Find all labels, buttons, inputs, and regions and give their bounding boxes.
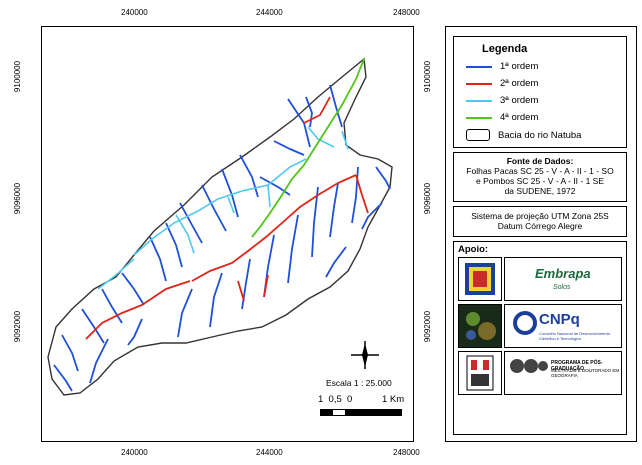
legend-item-3: 3ª ordem — [466, 95, 538, 106]
right-tick-9096000: 9096000 — [423, 182, 433, 215]
posgrad-line2: MESTRADO E DOUTORADO EM GEOGRAFIA — [551, 368, 620, 378]
top-tick-240000: 240000 — [121, 8, 148, 17]
projection-line1: Sistema de projeção UTM Zona 25S — [471, 211, 609, 221]
embrapa-name: Embrapa — [535, 266, 591, 281]
posgrad-line1: PROGRAMA DE PÓS-GRADUAÇÃO — [551, 360, 603, 372]
legend-item-1: 1ª ordem — [466, 61, 538, 72]
projection-box: Sistema de projeção UTM Zona 25S Datum C… — [453, 206, 627, 237]
posgrad-logo: PROGRAMA DE PÓS-GRADUAÇÃO MESTRADO E DOU… — [504, 351, 622, 395]
legend-label-3: 3ª ordem — [500, 95, 539, 106]
legend-label-1: 1ª ordem — [500, 61, 539, 72]
scale-label: Escala 1 : 25.000 — [326, 378, 392, 388]
bottom-tick-240000: 240000 — [121, 448, 148, 457]
scale-unit: 1 Km — [382, 394, 405, 405]
north-arrow-icon — [351, 341, 379, 369]
projection-line2: Datum Córrego Alegre — [497, 221, 583, 231]
source-line3: da SUDENE, 1972 — [504, 186, 576, 196]
ufpe-crest-icon — [465, 263, 495, 295]
legend-swatch-1 — [466, 65, 492, 68]
left-tick-9096000: 9096000 — [13, 182, 23, 215]
embrapa-logo: Embrapa Solos — [504, 257, 622, 301]
legend-swatch-3 — [466, 99, 492, 102]
source-box: Fonte de Dados: Folhas Pacas SC 25 - V -… — [453, 152, 627, 202]
legend-box: Legenda 1ª ordem 2ª ordem 3ª ordem 4ª or… — [453, 36, 627, 148]
source-title: Fonte de Dados: — [506, 156, 574, 166]
basin-outline — [47, 57, 393, 396]
source-line1: Folhas Pacas SC 25 - V - A - II - 1 - SO — [466, 166, 614, 176]
university-logo — [458, 351, 502, 395]
legend-swatch-2 — [466, 82, 492, 85]
source-line2: e Pombos SC 25 - V - A - II - 1 SE — [475, 176, 605, 186]
cnpq-mark-icon — [513, 311, 537, 335]
university-crest-icon — [466, 355, 494, 391]
soil-photo-logo — [458, 304, 502, 348]
fourth-order-stream — [251, 58, 365, 238]
scale-ticks: 1 0,5 0 — [318, 394, 353, 405]
legend-label-2: 2ª ordem — [500, 78, 539, 89]
support-title: Apoio: — [458, 244, 489, 255]
legend-item-4: 4ª ordem — [466, 112, 538, 123]
ufpe-logo — [458, 257, 502, 301]
bottom-tick-244000: 244000 — [256, 448, 283, 457]
embrapa-sub: Solos — [553, 284, 571, 291]
top-tick-248000: 248000 — [393, 8, 420, 17]
left-tick-9092000: 9092000 — [13, 310, 23, 343]
cnpq-name: CNPq — [539, 311, 580, 328]
legend-title: Legenda — [482, 43, 528, 55]
scale-bar — [320, 409, 402, 416]
left-tick-9100000: 9100000 — [13, 60, 23, 93]
top-tick-244000: 244000 — [256, 8, 283, 17]
right-tick-9100000: 9100000 — [423, 60, 433, 93]
map-frame: Escala 1 : 25.000 1 0,5 0 1 Km — [41, 26, 414, 442]
cnpq-sub: Conselho Nacional de Desenvolvimento Cie… — [539, 331, 610, 341]
globes-icon — [510, 359, 548, 373]
legend-basin-swatch — [466, 129, 490, 141]
legend-swatch-4 — [466, 116, 492, 119]
bottom-tick-248000: 248000 — [393, 448, 420, 457]
support-box: Apoio: Embrapa Solos — [453, 241, 627, 435]
third-order-streams — [97, 126, 349, 290]
legend-label-4: 4ª ordem — [500, 112, 539, 123]
legend-item-basin: Bacia do rio Natuba — [466, 129, 581, 141]
legend-basin-label: Bacia do rio Natuba — [498, 129, 582, 141]
legend-item-2: 2ª ordem — [466, 78, 538, 89]
soil-map-icon — [459, 305, 501, 347]
legend-panel: Legenda 1ª ordem 2ª ordem 3ª ordem 4ª or… — [445, 26, 637, 442]
second-order-streams — [85, 96, 369, 340]
cnpq-logo: CNPq Conselho Nacional de Desenvolviment… — [504, 304, 622, 348]
basin-map — [47, 57, 393, 396]
right-tick-9092000: 9092000 — [423, 310, 433, 343]
